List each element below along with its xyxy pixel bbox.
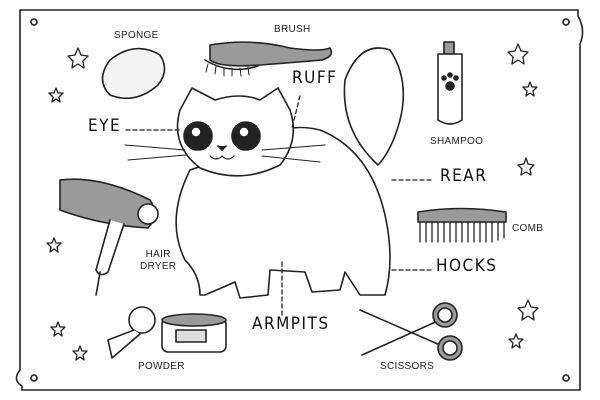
label-hocks: HOCKS	[436, 256, 498, 276]
leader-lines	[125, 95, 433, 319]
comb-icon	[417, 207, 507, 243]
frame-rivet	[30, 18, 38, 26]
frame-rivet	[562, 18, 570, 26]
cat-tail	[343, 47, 405, 166]
label-ruff: RUFF	[292, 68, 338, 88]
label-sponge: SPONGE	[114, 30, 159, 41]
label-eye: EYE	[88, 116, 122, 136]
frame-rivet	[30, 374, 38, 382]
label-comb: COMB	[512, 223, 544, 234]
shampoo-icon	[437, 41, 463, 125]
scissors-icon	[359, 302, 463, 361]
label-armpits: ARMPITS	[252, 314, 330, 334]
sponge-icon	[101, 47, 166, 100]
label-hair-dryer: HAIR DRYER	[140, 249, 176, 273]
star-icons	[46, 43, 539, 361]
label-scissors: SCISSORS	[380, 361, 435, 372]
label-rear: REAR	[440, 166, 488, 186]
label-hair-dryer-line1: HAIR	[145, 249, 171, 260]
label-brush: BRUSH	[274, 24, 311, 35]
cat-illustration	[124, 47, 405, 299]
hair-dryer-icon	[59, 178, 159, 296]
brush-icon	[204, 41, 333, 77]
label-powder: POWDER	[138, 361, 185, 372]
frame	[15, 9, 584, 391]
label-shampoo: SHAMPOO	[430, 136, 484, 147]
frame-rivet	[562, 374, 570, 382]
powder-icon	[107, 306, 227, 359]
label-hair-dryer-line2: DRYER	[140, 261, 177, 272]
